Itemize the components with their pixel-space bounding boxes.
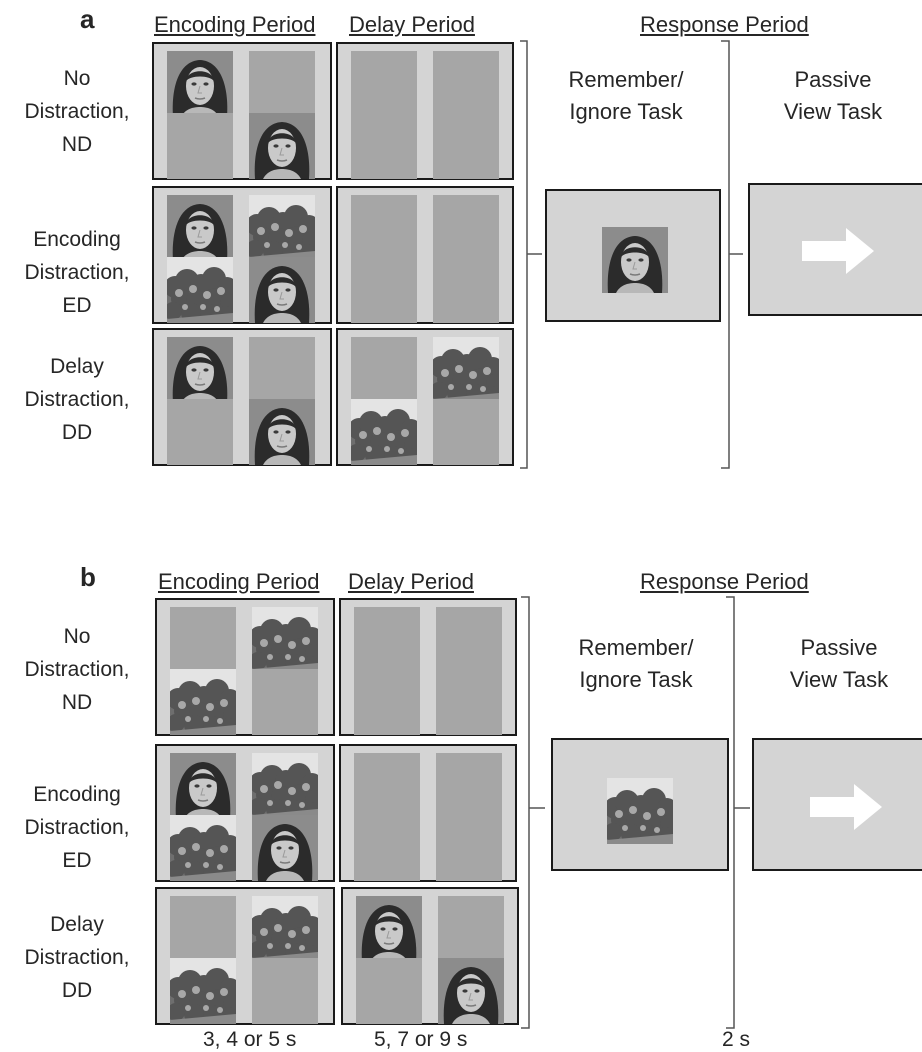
blank-placeholder — [436, 753, 502, 819]
encoding-duration-label: 3, 4 or 5 s — [203, 1028, 297, 1051]
panel-a-passive-task-label: Passive View Task — [783, 67, 883, 124]
panel-a-left-bracket — [520, 40, 542, 469]
scene-photo-icon — [433, 337, 499, 403]
panel-b-dd-delay-grid — [341, 887, 519, 1025]
panel-a-remember-task-label: Remember/ Ignore Task — [568, 67, 684, 124]
panel-a-right-bracket — [721, 40, 743, 469]
scene-photo-icon — [170, 669, 236, 735]
face-photo-icon — [249, 399, 315, 465]
panel-a-nd-delay-grid — [336, 42, 514, 180]
panel-b-row-label-nd: No Distraction, ND — [24, 625, 130, 714]
blank-placeholder — [433, 257, 499, 323]
panel-b-right-bracket — [726, 596, 750, 1029]
panel-b-passive-screen — [752, 738, 922, 871]
blank-placeholder — [249, 51, 315, 117]
panel-a-nd-encoding-grid — [152, 42, 332, 180]
blank-placeholder — [354, 669, 420, 735]
blank-placeholder — [436, 815, 502, 881]
panel-b-dd-encoding-grid — [155, 887, 335, 1025]
delay-duration-label: 5, 7 or 9 s — [374, 1028, 468, 1051]
blank-placeholder — [351, 337, 417, 403]
scene-photo-icon — [167, 257, 233, 323]
blank-placeholder — [252, 958, 318, 1024]
blank-placeholder — [351, 257, 417, 323]
blank-placeholder — [438, 896, 504, 962]
panel-b-response-header: Response Period — [640, 569, 809, 594]
blank-placeholder — [170, 896, 236, 962]
blank-placeholder — [356, 958, 422, 1024]
blank-placeholder — [436, 607, 502, 673]
scene-photo-icon — [170, 958, 236, 1024]
blank-placeholder — [351, 51, 417, 117]
blank-placeholder — [249, 337, 315, 403]
panel-a-row-label-dd: Delay Distraction, DD — [24, 355, 130, 444]
face-photo-icon — [356, 896, 422, 962]
panel-a-delay-header: Delay Period — [349, 12, 475, 37]
blank-placeholder — [433, 399, 499, 465]
scene-photo-icon — [170, 815, 236, 881]
blank-placeholder — [354, 815, 420, 881]
blank-placeholder — [354, 607, 420, 673]
panel-b-response-screen — [551, 738, 729, 871]
panel-b-letter: b — [80, 562, 96, 592]
panel-b-ed-encoding-grid — [155, 744, 335, 882]
panel-b-row-label-dd: Delay Distraction, DD — [24, 913, 130, 1002]
panel-a-row-label-nd: No Distraction, ND — [24, 67, 130, 156]
face-photo-icon — [249, 257, 315, 323]
panel-a-passive-screen — [748, 183, 922, 316]
panel-b-passive-task-label: Passive View Task — [789, 635, 889, 692]
face-photo-icon — [167, 337, 233, 403]
face-photo-icon — [249, 113, 315, 179]
blank-placeholder — [436, 669, 502, 735]
face-photo-icon — [170, 753, 236, 819]
response-duration-label: 2 s — [722, 1028, 751, 1051]
blank-placeholder — [170, 607, 236, 673]
face-photo-icon — [252, 815, 318, 881]
scene-photo-icon — [607, 778, 673, 844]
right-arrow-icon — [802, 228, 874, 274]
panel-a-response-screen — [545, 189, 721, 322]
scene-photo-icon — [249, 195, 315, 261]
blank-placeholder — [433, 51, 499, 117]
panel-a-encoding-header: Encoding Period — [154, 12, 316, 37]
panel-b-nd-encoding-grid — [155, 598, 335, 736]
panel-a-dd-encoding-grid — [152, 328, 332, 466]
face-photo-icon — [167, 51, 233, 117]
panel-a-row-label-ed: Encoding Distraction, ED — [24, 228, 130, 317]
face-photo-icon — [602, 227, 668, 293]
panel-a-response-header: Response Period — [640, 12, 809, 37]
blank-placeholder — [354, 753, 420, 819]
panel-b-encoding-header: Encoding Period — [158, 569, 320, 594]
panel-b-left-bracket — [521, 596, 545, 1029]
blank-placeholder — [351, 195, 417, 261]
scene-photo-icon — [252, 753, 318, 819]
panel-a-letter: a — [80, 4, 95, 34]
panel-a-ed-delay-grid — [336, 186, 514, 324]
panel-b-nd-delay-grid — [339, 598, 517, 736]
panel-b-row-label-ed: Encoding Distraction, ED — [24, 783, 130, 872]
scene-photo-icon — [351, 399, 417, 465]
face-photo-icon — [438, 958, 504, 1024]
blank-placeholder — [167, 113, 233, 179]
face-photo-icon — [167, 195, 233, 261]
panel-a-ed-encoding-grid — [152, 186, 332, 324]
panel-b-remember-task-label: Remember/ Ignore Task — [578, 635, 694, 692]
blank-placeholder — [433, 113, 499, 179]
panel-b-delay-header: Delay Period — [348, 569, 474, 594]
panel-b-ed-delay-grid — [339, 744, 517, 882]
right-arrow-icon — [810, 784, 882, 830]
scene-photo-icon — [252, 607, 318, 673]
panel-a-dd-delay-grid — [336, 328, 514, 466]
blank-placeholder — [433, 195, 499, 261]
blank-placeholder — [167, 399, 233, 465]
blank-placeholder — [252, 669, 318, 735]
blank-placeholder — [351, 113, 417, 179]
scene-photo-icon — [252, 896, 318, 962]
